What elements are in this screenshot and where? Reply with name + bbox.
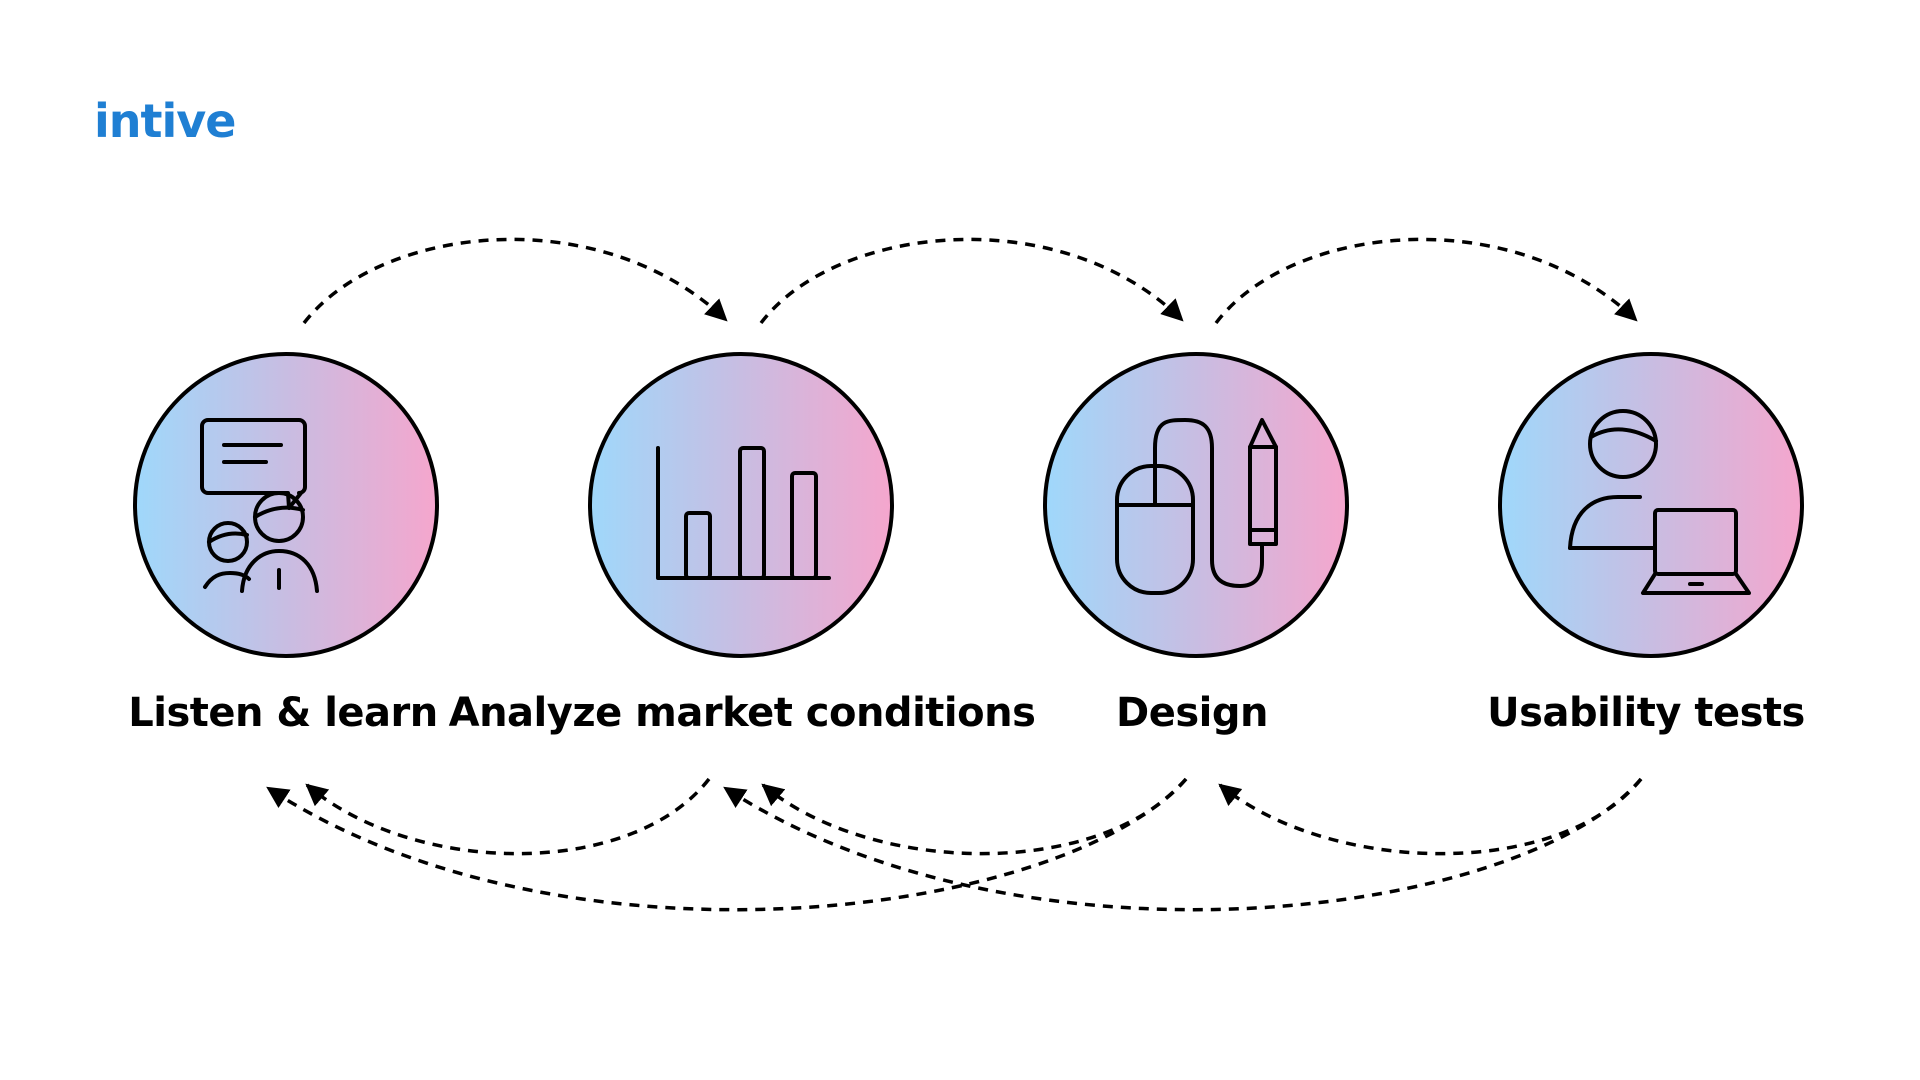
backward-arrow-design-to-listen <box>266 777 1188 912</box>
step-label-usability: Usability tests <box>1487 690 1805 736</box>
backward-arrow-usability-to-analyze <box>723 777 1643 912</box>
forward-arrows <box>302 237 1638 325</box>
intive-logo: intive <box>94 94 236 148</box>
step-circle-usability <box>1498 352 1804 658</box>
backward-arrow-design-to-analyze <box>761 777 1188 856</box>
forward-arrow-3 <box>1214 237 1638 325</box>
bar-chart-icon <box>656 446 831 580</box>
forward-arrow-1 <box>302 237 728 325</box>
mouse-and-pen-icon <box>1115 418 1278 595</box>
backward-arrow-usability-to-design <box>1218 777 1643 856</box>
step-label-analyze: Analyze market conditions <box>448 690 1036 736</box>
step-label-design: Design <box>1116 690 1268 736</box>
backward-arrows <box>266 777 1643 912</box>
forward-arrow-2 <box>759 237 1184 325</box>
step-circle-design <box>1043 352 1349 658</box>
backward-arrow-analyze-to-listen <box>305 777 711 856</box>
user-laptop-icon <box>1568 409 1751 595</box>
conversation-icon <box>200 418 319 593</box>
step-label-listen: Listen & learn <box>128 690 438 736</box>
step-circle-listen <box>133 352 439 658</box>
